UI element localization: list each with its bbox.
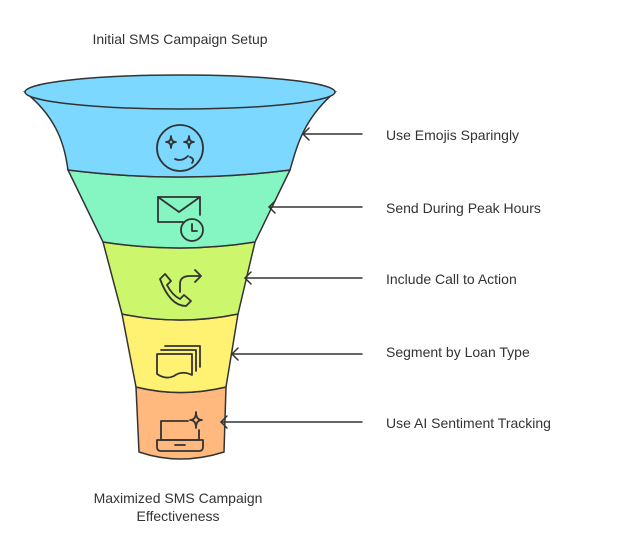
arrow-stage-3	[244, 271, 363, 285]
arrow-stage-2	[268, 200, 363, 214]
funnel-stage-2	[66, 169, 292, 249]
mail-clock-icon	[157, 196, 204, 242]
funnel-bottom-label-line-2: Effectiveness	[136, 508, 220, 524]
stage-label-5: Use AI Sentiment Tracking	[386, 415, 551, 431]
funnel-top-label: Initial SMS Campaign Setup	[92, 31, 268, 47]
laptop-sparkle-icon	[156, 411, 204, 452]
phone-arrow-icon	[159, 269, 202, 307]
arrow-stage-5	[220, 415, 363, 429]
funnel-bottom-label-line-1: Maximized SMS Campaign	[93, 490, 263, 506]
arrow-stage-4	[231, 347, 363, 361]
stage-label-3: Include Call to Action	[386, 271, 517, 287]
stage-label-4: Segment by Loan Type	[386, 344, 530, 360]
funnel-bottom-label: Maximized SMS Campaign Effectiveness	[60, 489, 296, 525]
arrow-stage-1	[302, 127, 363, 141]
stacked-documents-icon	[156, 345, 201, 379]
stage-label-1: Use Emojis Sparingly	[386, 127, 520, 143]
smiley-sparkle-icon	[156, 124, 204, 172]
funnel-stage-3	[101, 241, 256, 321]
funnel-stage-5	[135, 386, 227, 460]
funnel-rim	[24, 74, 336, 110]
stage-label-2: Send During Peak Hours	[386, 200, 541, 216]
stage-arrows	[220, 127, 363, 429]
